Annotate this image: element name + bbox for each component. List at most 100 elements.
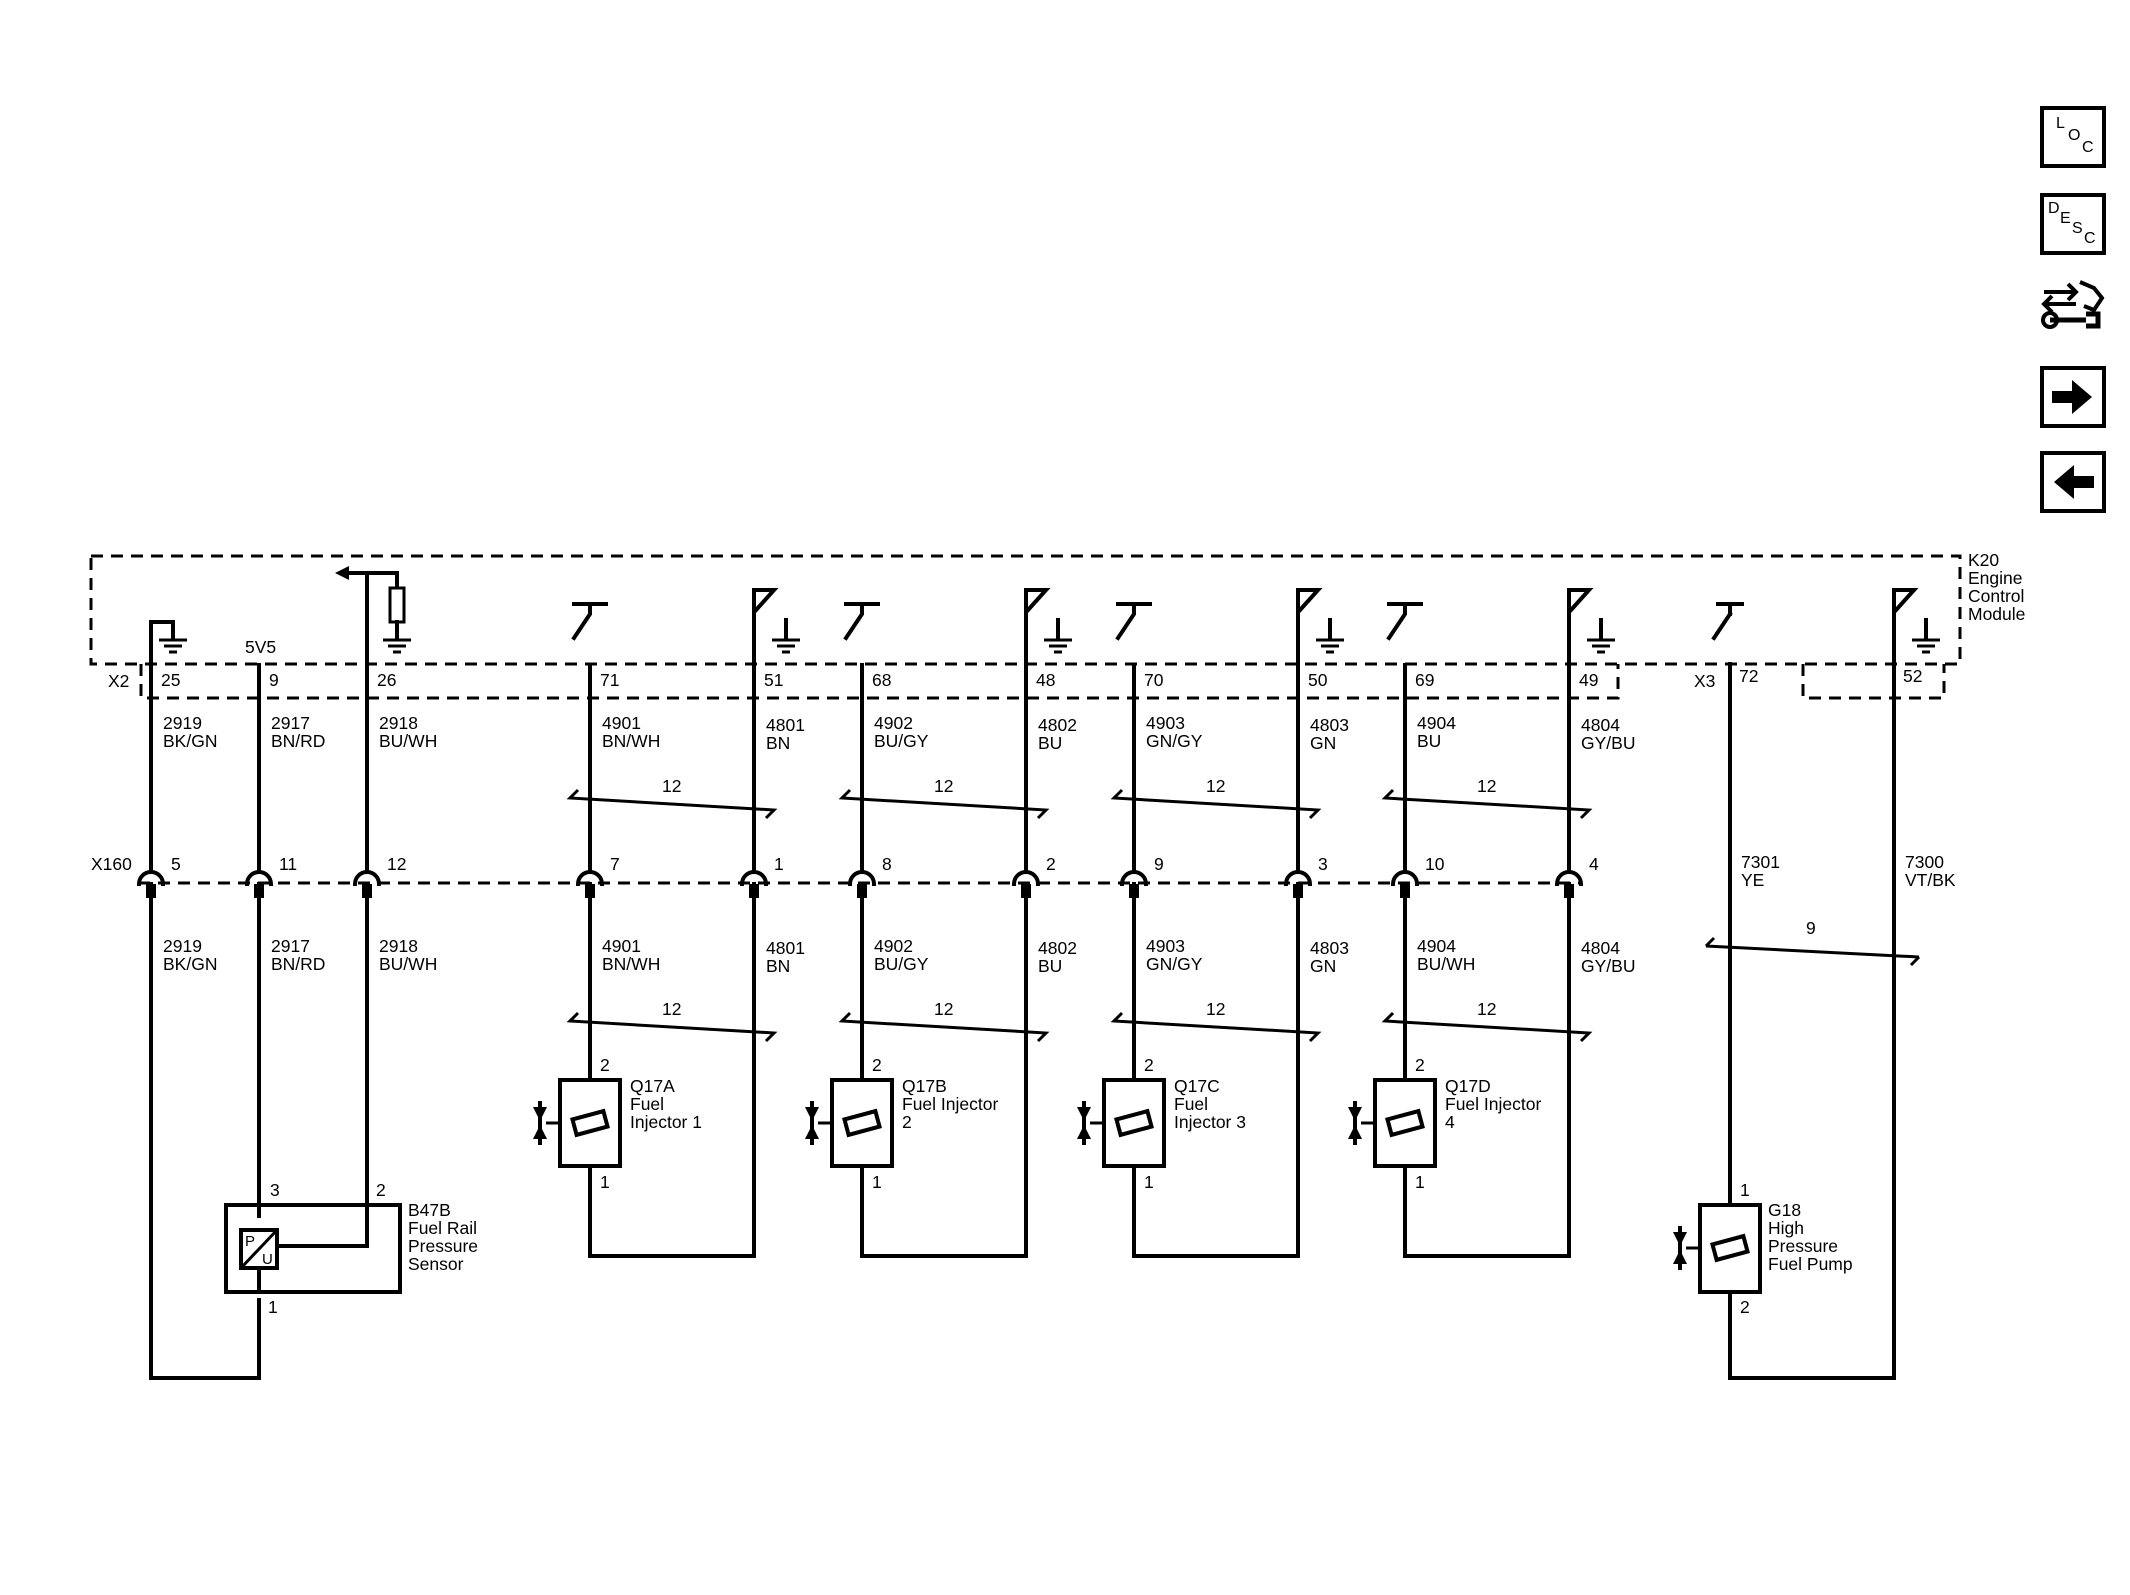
svg-text:BU: BU xyxy=(1417,731,1441,751)
injector-ref-q17b: Q17B xyxy=(902,1076,947,1096)
pump-sig-pin: 72 xyxy=(1739,666,1758,686)
twist-upper-q17d-label: 12 xyxy=(1477,776,1496,796)
twist-upper-q17c xyxy=(1110,788,1322,820)
svg-text:GN/GY: GN/GY xyxy=(1146,954,1203,974)
svg-text:4904: 4904 xyxy=(1417,936,1456,956)
x160-terminal-12 xyxy=(352,870,382,887)
svg-text:2: 2 xyxy=(902,1112,912,1132)
connector-service-button[interactable] xyxy=(2036,274,2110,336)
svg-text:1: 1 xyxy=(600,1172,610,1192)
svg-text:4802: 4802 xyxy=(1038,938,1077,958)
svg-text:2: 2 xyxy=(872,1055,882,1075)
svg-text:1: 1 xyxy=(872,1172,882,1192)
x2-pin-26: 26 xyxy=(377,670,396,690)
twist-upper-q17d xyxy=(1381,788,1593,820)
connector-x160-label: X160 xyxy=(91,854,132,874)
svg-text:Injector 3: Injector 3 xyxy=(1174,1112,1246,1132)
svg-text:L: L xyxy=(2056,115,2065,132)
x160-terminal-4 xyxy=(1554,870,1584,887)
x2-pin-9: 9 xyxy=(269,670,279,690)
twist-lower-q17d xyxy=(1381,1011,1593,1043)
svg-text:Engine: Engine xyxy=(1968,568,2023,588)
svg-text:4802: 4802 xyxy=(1038,715,1077,735)
svg-text:49: 49 xyxy=(1579,670,1598,690)
desc-button[interactable]: D E S C xyxy=(2040,193,2106,255)
svg-text:Fuel Pump: Fuel Pump xyxy=(1768,1254,1853,1274)
svg-text:51: 51 xyxy=(764,670,783,690)
circuit-2919-top: 2919 xyxy=(163,713,202,733)
svg-text:GN: GN xyxy=(1310,733,1336,753)
loc-button[interactable]: L O C xyxy=(2040,106,2106,168)
x160-terminal-2 xyxy=(1011,870,1041,887)
svg-text:4902: 4902 xyxy=(874,936,913,956)
svg-text:4803: 4803 xyxy=(1310,715,1349,735)
svg-text:Control: Control xyxy=(1968,586,2024,606)
circuit-2918-bottom: 2918 xyxy=(379,936,418,956)
svg-text:BU/GY: BU/GY xyxy=(874,731,929,751)
pump-ret-color: VT/BK xyxy=(1905,870,1956,890)
pump-pin-2: 2 xyxy=(1740,1297,1750,1317)
svg-text:10: 10 xyxy=(1425,854,1445,874)
left-circuits: 2552919BK/GN2919BK/GN9112917BN/RD2917BN/… xyxy=(136,663,437,974)
svg-text:C: C xyxy=(2082,139,2094,156)
pump-pin-1: 1 xyxy=(1740,1180,1750,1200)
next-arrow-icon xyxy=(2052,380,2092,414)
x160-terminal-9 xyxy=(1119,870,1149,887)
color-2918-bottom: BU/WH xyxy=(379,954,437,974)
svg-text:4: 4 xyxy=(1589,854,1599,874)
svg-text:GY/BU: GY/BU xyxy=(1581,733,1635,753)
previous-arrow-icon xyxy=(2054,465,2094,499)
svg-text:BU/GY: BU/GY xyxy=(874,954,929,974)
svg-text:Fuel Rail: Fuel Rail xyxy=(408,1218,477,1238)
svg-text:1: 1 xyxy=(1144,1172,1154,1192)
svg-text:4: 4 xyxy=(1445,1112,1455,1132)
x2-pin-25: 25 xyxy=(161,670,180,690)
svg-text:4903: 4903 xyxy=(1146,936,1185,956)
sensor-ref: B47B xyxy=(408,1200,451,1220)
fuel-rail-pressure-sensor: P U 3 2 1 B47B Fuel Rail Pressure Sensor xyxy=(149,882,478,1380)
svg-text:BN: BN xyxy=(766,733,790,753)
svg-text:4901: 4901 xyxy=(602,713,641,733)
previous-button[interactable] xyxy=(2040,451,2106,513)
svg-text:O: O xyxy=(2068,127,2080,144)
svg-text:Fuel: Fuel xyxy=(1174,1094,1208,1114)
svg-text:2: 2 xyxy=(600,1055,610,1075)
svg-text:1: 1 xyxy=(774,854,784,874)
x160-terminal-1 xyxy=(739,870,769,887)
svg-text:BU: BU xyxy=(1038,956,1062,976)
x160-pin-5: 5 xyxy=(171,854,181,874)
x160-pin-12: 12 xyxy=(387,854,406,874)
sensor-pin-2: 2 xyxy=(376,1180,386,1200)
ecm-label: K20 Engine Control Module xyxy=(1968,550,2025,624)
color-2919-bottom: BK/GN xyxy=(163,954,217,974)
circuit-2917-bottom: 2917 xyxy=(271,936,310,956)
pump-ret-circuit: 7300 xyxy=(1905,852,1944,872)
svg-text:4801: 4801 xyxy=(766,938,805,958)
twist-lower-q17c xyxy=(1110,1011,1322,1043)
svg-text:2: 2 xyxy=(1415,1055,1425,1075)
svg-text:Sensor: Sensor xyxy=(408,1254,464,1274)
pump-sig-circuit: 7301 xyxy=(1741,852,1780,872)
pump-sig-color: YE xyxy=(1741,870,1764,890)
next-button[interactable] xyxy=(2040,366,2106,428)
svg-text:4904: 4904 xyxy=(1417,713,1456,733)
svg-text:Fuel Injector: Fuel Injector xyxy=(1445,1094,1541,1114)
svg-text:7: 7 xyxy=(610,854,620,874)
voltage-ref-label: 5V5 xyxy=(245,637,276,657)
x160-terminal-3 xyxy=(1283,870,1313,887)
circuit-2917-top: 2917 xyxy=(271,713,310,733)
svg-text:70: 70 xyxy=(1144,670,1164,690)
twist-lower-q17a-label: 12 xyxy=(662,999,681,1019)
injector-ref-q17c: Q17C xyxy=(1174,1076,1220,1096)
x160-terminal-8 xyxy=(847,870,877,887)
pump-ret-pin: 52 xyxy=(1903,666,1922,686)
twist-lower-q17b xyxy=(838,1011,1050,1043)
svg-text:K20: K20 xyxy=(1968,550,1999,570)
svg-text:50: 50 xyxy=(1308,670,1328,690)
svg-text:Fuel Injector: Fuel Injector xyxy=(902,1094,998,1114)
